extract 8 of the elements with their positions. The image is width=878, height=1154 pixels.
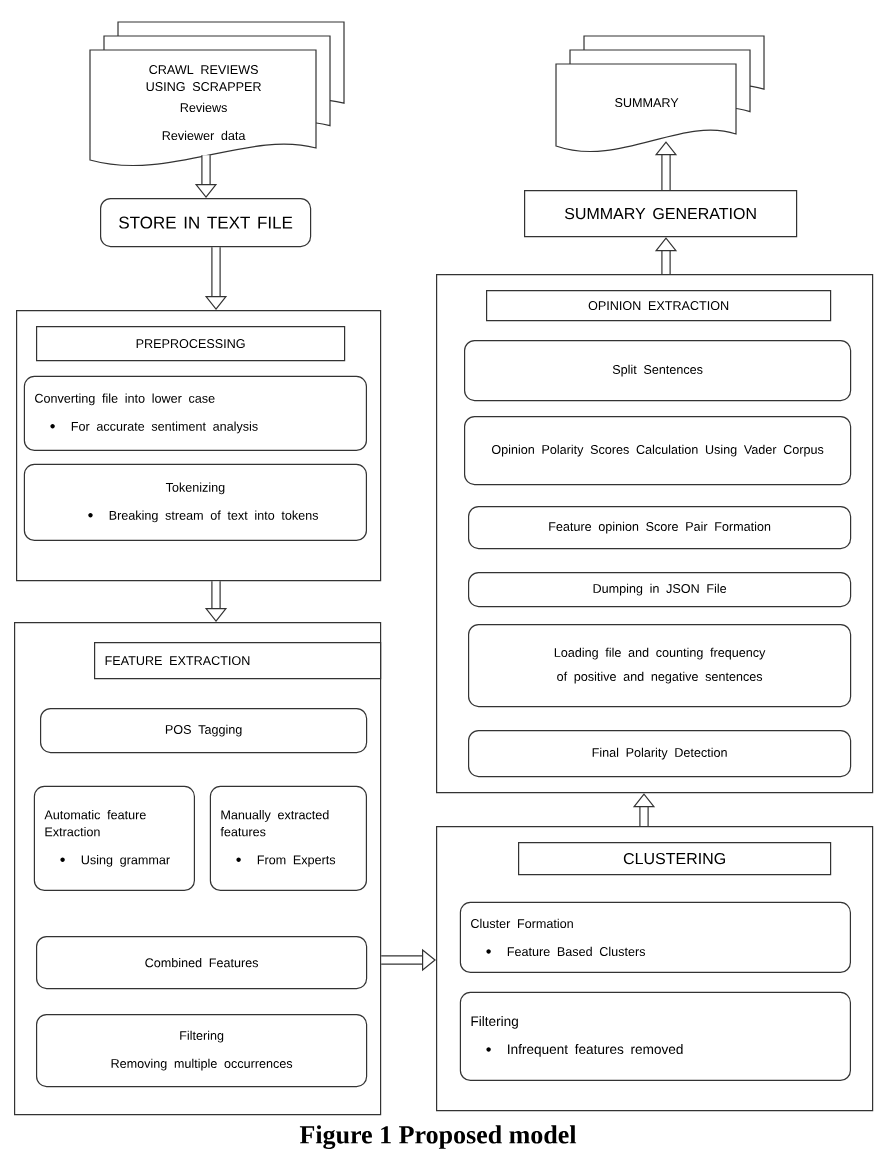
- panel: [16, 310, 382, 582]
- panel: [436, 274, 874, 794]
- section-heading: CLUSTERING: [518, 842, 832, 876]
- process-box: SUMMARY GENERATION: [524, 190, 798, 238]
- panel: [436, 826, 874, 1112]
- figure-caption: Figure 1 Proposed model: [299, 1125, 577, 1150]
- process-box: STORE IN TEXT FILE: [100, 198, 312, 248]
- panel: [14, 622, 382, 1116]
